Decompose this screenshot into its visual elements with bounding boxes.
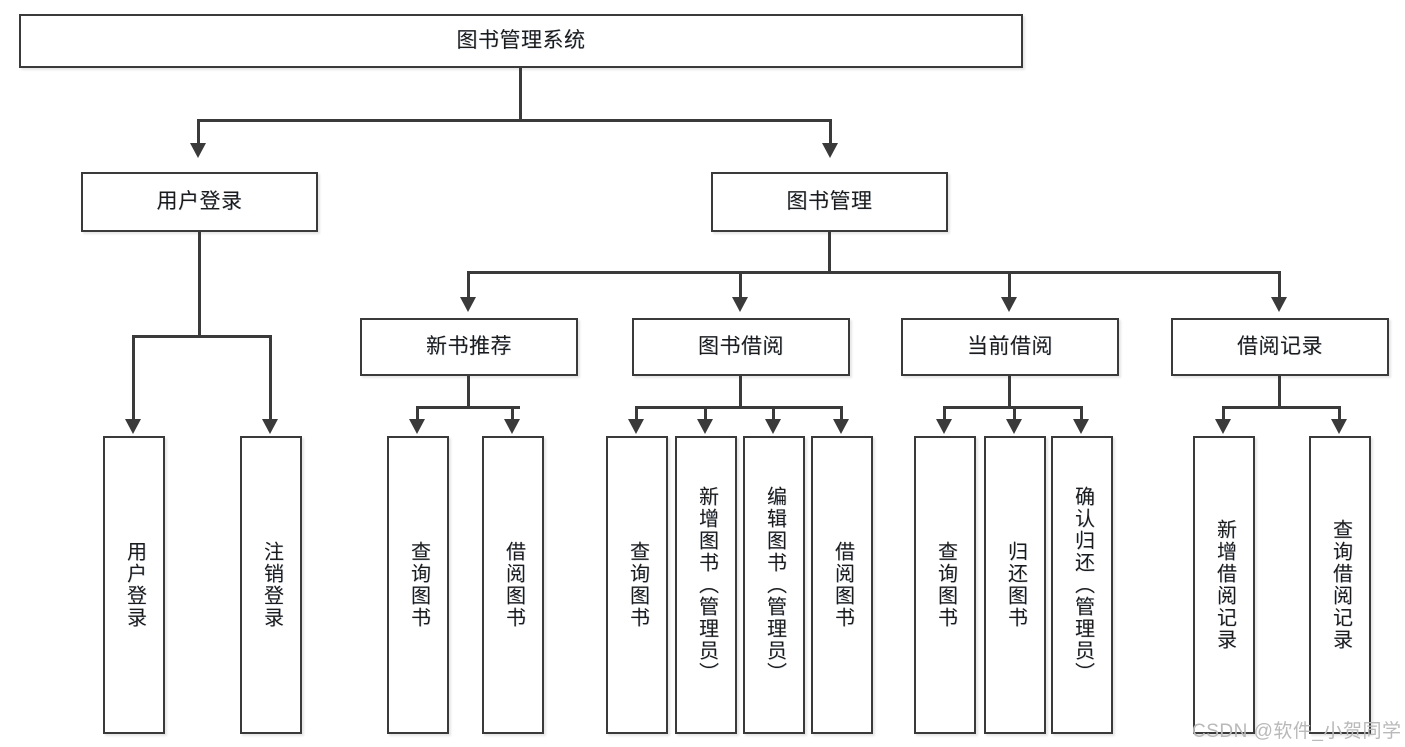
node-root[interactable]: 图书管理系统 [19,14,1023,68]
arrow-br-leaf1 [1215,419,1231,434]
arrow-cb-leaf1 [936,419,952,434]
leaf-query-book-2[interactable]: 查询图书 [606,436,668,734]
leaf-add-record[interactable]: 新增借阅记录 [1193,436,1255,734]
node-book-management[interactable]: 图书管理 [711,172,948,232]
node-borrow-record-label: 借阅记录 [1237,334,1323,358]
arrow-root-to-book-management [822,143,838,158]
connector-root-to-book-management [829,119,832,145]
arrow-user-login-leaf1 [125,419,141,434]
leaf-borrow-book-2-label: 借阅图书 [831,541,854,629]
connector-user-login-leaf2 [269,335,272,421]
leaf-edit-book-label: 编辑图书（管理员） [763,486,786,684]
leaf-edit-book[interactable]: 编辑图书（管理员） [743,436,805,734]
arrow-bm-to-borrow-record [1271,297,1287,312]
leaf-return-book[interactable]: 归还图书 [984,436,1046,734]
leaf-query-record[interactable]: 查询借阅记录 [1309,436,1371,734]
connector-cb-leaf2 [1013,406,1016,421]
node-book-borrow[interactable]: 图书借阅 [632,318,850,376]
connector-cb-stem [1008,376,1011,408]
connector-br-stem [1278,376,1281,408]
connector-user-login-leaf1 [132,335,135,421]
arrow-bm-to-new-book [460,297,476,312]
csdn-watermark: CSDN @软件_小贺同学 [1192,721,1402,742]
connector-root-bar [197,119,832,122]
connector-bb-leaf3 [772,406,775,421]
connector-user-login-bar [132,335,269,338]
node-new-book-recommend-label: 新书推荐 [426,334,512,358]
arrow-bb-leaf1 [628,419,644,434]
arrow-cb-leaf3 [1073,419,1089,434]
connector-book-management-bar [467,271,1281,274]
connector-nbr-stem [467,376,470,408]
leaf-query-record-label: 查询借阅记录 [1329,519,1352,651]
leaf-borrow-book-1[interactable]: 借阅图书 [482,436,544,734]
connector-cb-bar [943,406,1082,409]
arrow-nbr-leaf1 [409,419,425,434]
node-user-login-label: 用户登录 [156,189,243,213]
node-user-login[interactable]: 用户登录 [81,172,318,232]
leaf-borrow-book-2[interactable]: 借阅图书 [811,436,873,734]
connector-nbr-bar [416,406,520,409]
connector-bb-bar [635,406,843,409]
leaf-add-book-label: 新增图书（管理员） [695,486,718,684]
arrow-user-login-leaf2 [262,419,278,434]
leaf-query-book-3-label: 查询图书 [934,541,957,629]
leaf-confirm-return[interactable]: 确认归还（管理员） [1051,436,1113,734]
node-root-label: 图书管理系统 [456,28,586,52]
arrow-bb-leaf4 [833,419,849,434]
leaf-logout-login[interactable]: 注销登录 [240,436,302,734]
leaf-add-book[interactable]: 新增图书（管理员） [675,436,737,734]
connector-bb-stem [739,376,742,408]
connector-br-leaf1 [1222,406,1225,421]
leaf-add-record-label: 新增借阅记录 [1213,519,1236,651]
connector-nbr-leaf1 [416,406,419,421]
arrow-root-to-user-login [190,143,206,158]
connector-user-login-stem [198,232,201,337]
arrow-bb-leaf3 [765,419,781,434]
leaf-return-book-label: 归还图书 [1004,541,1027,629]
leaf-user-login[interactable]: 用户登录 [103,436,165,734]
connector-root-to-user-login [197,119,200,145]
node-new-book-recommend[interactable]: 新书推荐 [360,318,578,376]
node-current-borrow-label: 当前借阅 [967,334,1053,358]
leaf-query-book-1[interactable]: 查询图书 [387,436,449,734]
connector-bm-to-borrow-record [1278,271,1281,299]
leaf-query-book-3[interactable]: 查询图书 [914,436,976,734]
arrow-bb-leaf2 [697,419,713,434]
arrow-br-leaf2 [1331,419,1347,434]
node-borrow-record[interactable]: 借阅记录 [1171,318,1389,376]
connector-cb-leaf1 [943,406,946,421]
node-book-management-label: 图书管理 [786,189,873,213]
connector-bm-to-new-book [467,271,470,299]
connector-br-bar [1222,406,1341,409]
leaf-confirm-return-label: 确认归还（管理员） [1071,486,1094,684]
connector-bb-leaf2 [704,406,707,421]
leaf-query-book-1-label: 查询图书 [407,541,430,629]
node-book-borrow-label: 图书借阅 [698,334,784,358]
connector-bm-to-current-borrow [1008,271,1011,299]
leaf-user-login-label: 用户登录 [123,541,146,629]
arrow-nbr-leaf2 [504,419,520,434]
connector-bm-to-book-borrow [739,271,742,299]
arrow-bm-to-book-borrow [732,297,748,312]
connector-nbr-leaf2 [511,406,514,421]
connector-br-leaf2 [1338,406,1341,421]
node-current-borrow[interactable]: 当前借阅 [901,318,1119,376]
leaf-logout-login-label: 注销登录 [260,541,283,629]
leaf-query-book-2-label: 查询图书 [626,541,649,629]
arrow-bm-to-current-borrow [1001,297,1017,312]
connector-bb-leaf1 [635,406,638,421]
arrow-cb-leaf2 [1006,419,1022,434]
connector-root-stem [519,68,522,121]
connector-cb-leaf3 [1080,406,1083,421]
connector-bb-leaf4 [840,406,843,421]
leaf-borrow-book-1-label: 借阅图书 [502,541,525,629]
connector-book-management-stem [828,232,831,274]
